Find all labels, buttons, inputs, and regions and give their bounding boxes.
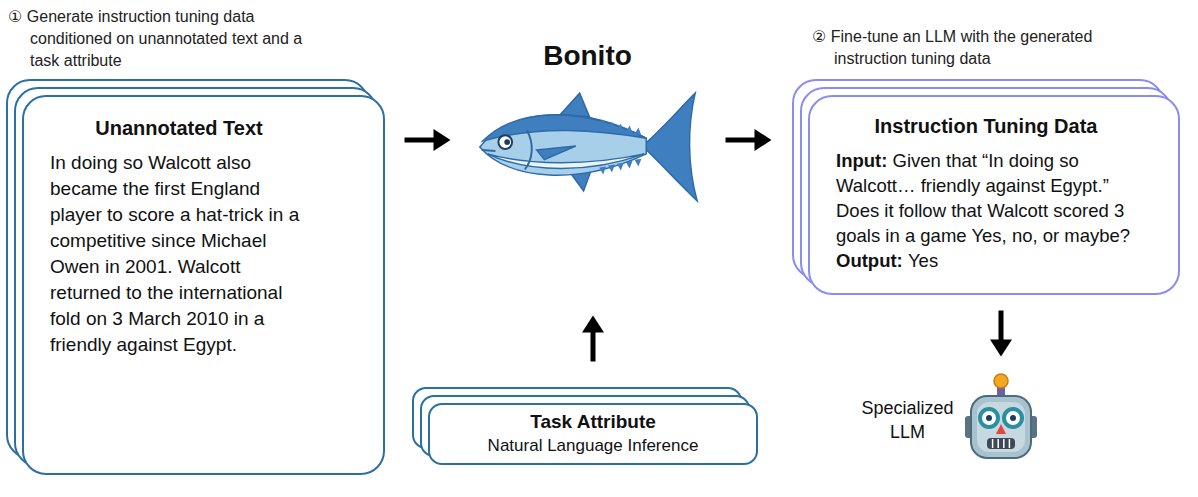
arrow-head	[990, 340, 1012, 357]
finlet	[635, 127, 642, 135]
arrow-shaft	[726, 138, 760, 143]
node-title: Instruction Tuning Data	[836, 115, 1136, 138]
text-group: Bonito	[470, 40, 705, 72]
robot-eye	[980, 409, 998, 427]
arrow-head	[755, 129, 772, 151]
fish-eye	[498, 135, 512, 149]
robot-eye	[1004, 409, 1022, 427]
finlet	[599, 167, 606, 175]
robot-face	[977, 402, 1025, 452]
node-content: Task AttributeNatural Language Inference	[428, 403, 758, 465]
node-title: Bonito	[470, 40, 705, 72]
pectoral-fin	[537, 146, 576, 160]
text-line: Input:Given that “In doing so Walcott… f…	[836, 148, 1136, 248]
fish-pupil	[504, 139, 510, 145]
flow-arrow	[582, 316, 604, 362]
model-figure: Bonito	[470, 40, 705, 290]
text-line: Specialized LLM	[860, 396, 955, 444]
tail-fin	[642, 93, 697, 201]
mouth-line	[482, 149, 496, 152]
node-title: Specialized LLM	[860, 396, 955, 444]
fish-body	[480, 115, 646, 175]
text-group: Instruction Tuning DataInput:Given that …	[836, 115, 1152, 273]
tuna-illustration	[470, 84, 705, 209]
finlet	[599, 120, 606, 128]
text-line: Unannotated Text	[50, 117, 308, 140]
node-text: Natural Language Inference	[446, 436, 740, 456]
flow-arrow	[990, 311, 1012, 357]
flow-arrow	[405, 129, 451, 151]
robot-head	[971, 396, 1031, 458]
finlet	[635, 159, 642, 167]
finlet	[626, 161, 633, 169]
node-title: Unannotated Text	[50, 117, 308, 140]
arrow-shaft	[405, 138, 439, 143]
finlet	[617, 163, 624, 171]
arrow-shaft	[999, 311, 1004, 345]
robot-tooth	[997, 439, 999, 448]
arrow-head	[434, 129, 451, 151]
finlet	[626, 125, 633, 133]
step-label: ① Generate instruction tuning data condi…	[8, 6, 330, 72]
node-text: In doing so Walcott also became the firs…	[50, 152, 299, 355]
node-text: Output:	[836, 250, 903, 271]
text-group: Task AttributeNatural Language Inference	[446, 411, 740, 456]
arrow-head	[582, 316, 604, 333]
attribute-box: Task AttributeNatural Language Inference	[428, 403, 758, 465]
text-line: Task Attribute	[446, 411, 740, 433]
node-content: Bonito	[470, 40, 705, 209]
robot-tooth	[1009, 439, 1011, 448]
text-line: Instruction Tuning Data	[836, 115, 1136, 138]
node-text: Input:	[836, 150, 887, 171]
step-label: ② Fine-tune an LLM with the generated in…	[812, 26, 1124, 70]
robot-tooth	[1003, 439, 1005, 448]
node-content: Unannotated Text In doing so Walcott also…	[22, 95, 385, 380]
node-title: Task Attribute	[446, 411, 740, 433]
finlet	[608, 165, 615, 173]
text-line: Natural Language Inference	[446, 436, 740, 456]
robot-pupil	[986, 415, 992, 421]
antenna-ball	[994, 374, 1008, 388]
flow-arrow	[726, 129, 772, 151]
robot-nose	[996, 424, 1006, 434]
text-card: Unannotated Text In doing so Walcott also…	[22, 95, 385, 475]
text-group: Specialized LLM	[860, 396, 955, 444]
text-line: Output:Yes	[836, 248, 1136, 273]
node-text: Yes	[908, 250, 938, 271]
node-content: Instruction Tuning DataInput:Given that …	[808, 95, 1180, 295]
finlet	[617, 123, 624, 131]
text-line: Bonito	[470, 40, 705, 72]
robot-tooth	[992, 439, 994, 448]
data-card: Instruction Tuning DataInput:Given that …	[808, 95, 1180, 295]
llm-figure: Specialized LLM	[860, 372, 1040, 467]
finlet	[608, 122, 615, 130]
arrow-shaft	[591, 328, 596, 362]
text-group: Unannotated Text In doing so Walcott also…	[50, 117, 357, 358]
robot-illustration	[965, 372, 1037, 467]
text-line: In doing so Walcott also became the firs…	[50, 150, 308, 358]
node-content: Specialized LLM	[860, 372, 1040, 467]
robot-pupil	[1010, 415, 1016, 421]
gill-line	[525, 130, 532, 169]
dorsal-fin	[560, 93, 589, 117]
robot-mouth	[987, 438, 1015, 449]
